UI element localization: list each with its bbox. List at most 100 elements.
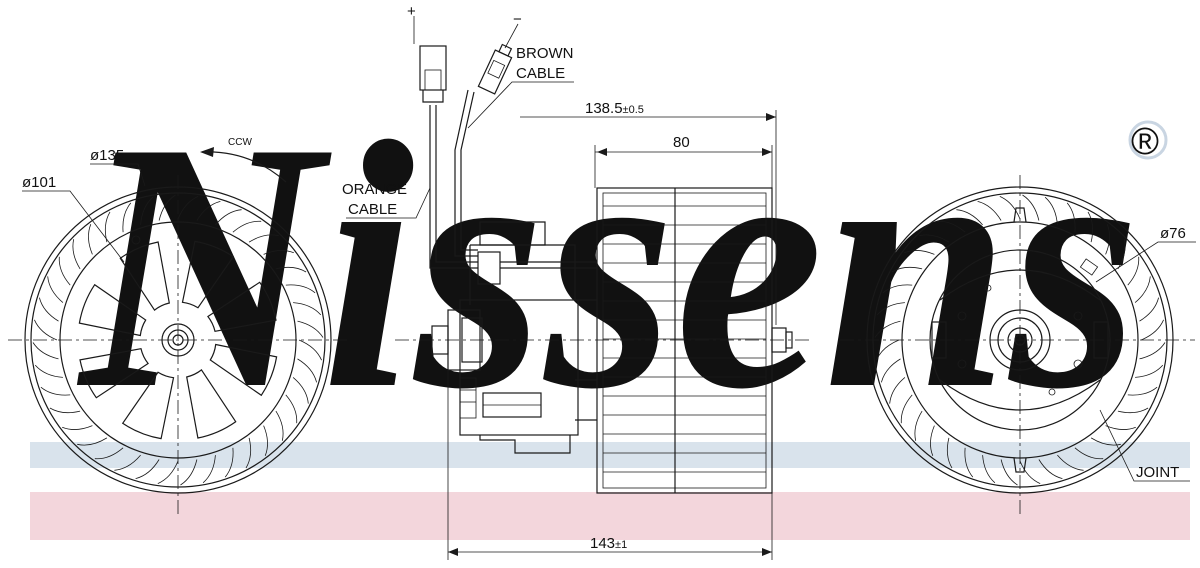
minus-terminal-label: − <box>513 11 522 28</box>
fan-blade <box>202 455 216 484</box>
hub-window <box>186 369 237 439</box>
fan-blade <box>114 454 141 471</box>
rotation-direction-label: CCW <box>228 137 252 148</box>
fan-blade <box>956 209 983 226</box>
fan-blade <box>1044 196 1058 225</box>
side-view-motor <box>395 16 812 494</box>
fan-blade <box>1140 319 1164 341</box>
fan-blade <box>72 239 81 270</box>
fan-blade <box>946 437 953 469</box>
length-bottom-tolerance: ±1 <box>615 539 627 551</box>
fan-blade <box>936 220 966 233</box>
registered-mark: ® <box>1131 121 1159 163</box>
diameter-101-label: ø101 <box>22 174 56 191</box>
fan-blade <box>1105 224 1110 255</box>
orange-cable-label-line2: CABLE <box>348 201 397 218</box>
fan-blade <box>39 297 59 322</box>
fan-blade <box>245 437 252 469</box>
fan-blade <box>177 196 199 220</box>
fan-blade <box>1090 437 1121 446</box>
fan-blade <box>1087 211 1094 243</box>
fan-blade <box>889 377 906 404</box>
brown-cable-label-line1: BROWN <box>516 45 574 62</box>
watermark-brand: Nissens <box>75 69 1140 462</box>
drum-width-value: 80 <box>673 134 690 151</box>
joint-label: JOINT <box>1136 464 1179 481</box>
fan-blade <box>62 425 93 430</box>
fan-blade <box>881 358 901 383</box>
plus-terminal-label: + <box>407 3 416 20</box>
fan-blade <box>180 459 198 486</box>
fan-blade <box>94 447 124 460</box>
fan-blade <box>40 386 71 396</box>
fan-blade <box>298 339 322 361</box>
rotation-arrow <box>200 147 287 183</box>
fan-blade <box>1135 364 1164 378</box>
fan-blade <box>224 447 234 478</box>
fan-blade <box>882 284 913 294</box>
fan-blade <box>275 266 307 273</box>
fan-blade <box>140 196 154 225</box>
diameter-135-label: ø135 <box>90 147 124 164</box>
fan-blade <box>34 364 63 378</box>
dimension-length-bottom: 143±1 <box>447 362 773 560</box>
fan-blade <box>297 358 317 383</box>
diameter-76-label: ø76 <box>1160 225 1186 242</box>
hub-window <box>79 348 149 399</box>
fan-blade <box>1139 342 1166 360</box>
fan-blade <box>914 410 923 441</box>
fan-blade <box>135 459 160 479</box>
fan-blade <box>930 425 935 456</box>
fan-blade <box>275 410 284 441</box>
front-view-fan <box>8 175 350 515</box>
brown-cable-label-line2: CABLE <box>516 65 565 82</box>
fan-blade <box>263 250 294 255</box>
fan-blade <box>1038 459 1063 479</box>
orange-cable-label-line1: ORANGE <box>342 181 407 198</box>
fan-blade <box>1134 276 1151 303</box>
fan-blade <box>1000 459 1018 486</box>
hub-window <box>181 240 235 309</box>
watermark-band-pink <box>30 492 1190 540</box>
fan-blade <box>248 234 279 243</box>
fan-blade <box>904 250 935 255</box>
fan-blade <box>1066 202 1076 233</box>
fan-blade <box>285 394 298 424</box>
hub-window <box>121 371 175 440</box>
fan-blade <box>999 196 1021 220</box>
fan-blade <box>58 256 71 286</box>
hub-window <box>119 241 170 311</box>
fan-blade <box>232 220 262 233</box>
fan-blade <box>292 377 309 404</box>
hub-window <box>78 283 147 337</box>
fan-blade <box>32 342 59 360</box>
length-bottom-value: 143 <box>590 535 615 552</box>
fan-blade <box>982 455 996 484</box>
fan-blade <box>1139 297 1159 322</box>
fan-blade <box>1074 447 1104 460</box>
registered-mark-ring <box>1128 120 1168 160</box>
fan-blade <box>1117 407 1149 414</box>
fan-blades-left <box>32 194 324 486</box>
fan-blade <box>158 194 176 221</box>
fan-blade <box>263 425 268 456</box>
fan-blade <box>1127 386 1158 396</box>
fan-blade <box>1022 194 1040 221</box>
length-top-tolerance: ±0.5 <box>623 104 644 116</box>
fan-blade <box>297 320 324 338</box>
watermark-band-blue <box>30 442 1190 468</box>
fan-blade <box>49 407 81 414</box>
fan-blade <box>196 201 221 221</box>
hub-window <box>209 343 278 397</box>
fan-blade <box>1117 239 1126 270</box>
fan-blade <box>157 460 179 484</box>
length-top-value: 138.5 <box>585 100 623 117</box>
fan-blade <box>1057 454 1084 471</box>
fan-blade <box>215 209 242 226</box>
fan-blade <box>122 202 132 233</box>
fan-blade <box>876 339 900 361</box>
fan-hub-windows <box>78 240 278 440</box>
fan-blade <box>77 437 108 446</box>
